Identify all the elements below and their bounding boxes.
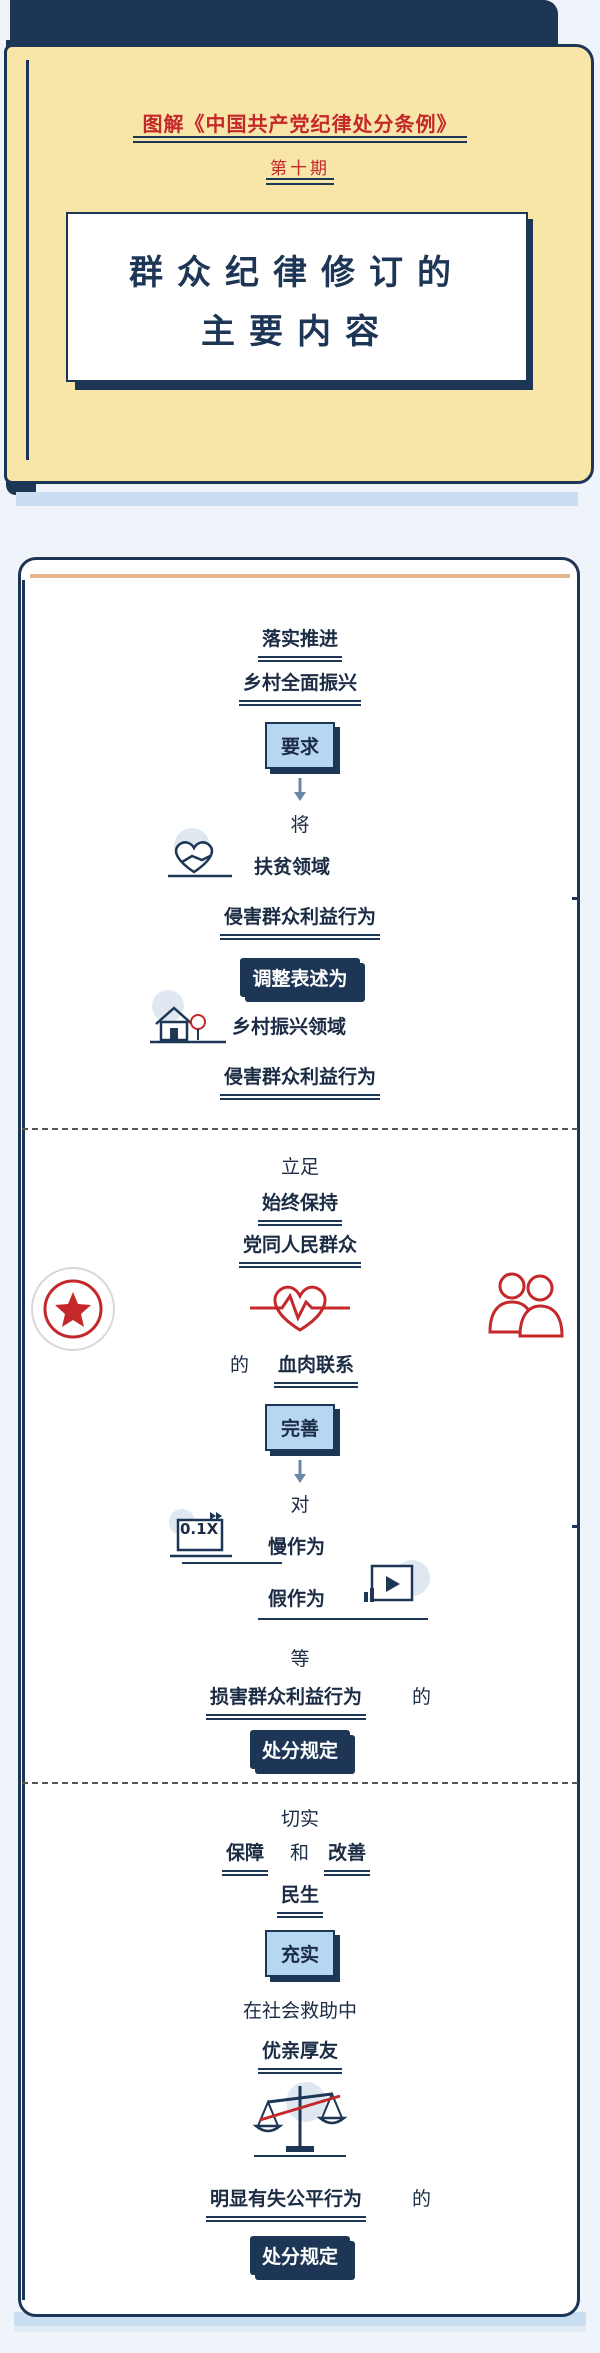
s2-chip: 完善 bbox=[0, 1404, 600, 1451]
s2-slow: 慢作为 bbox=[268, 1536, 326, 1558]
s2-bond: 血肉联系 bbox=[273, 1350, 359, 1388]
s1-behavior2: 侵害群众利益行为 bbox=[0, 1062, 600, 1100]
s2-etc: 等 bbox=[290, 1648, 310, 1670]
s1-action: 调整表述为 bbox=[0, 958, 600, 997]
s1-connector: 将 bbox=[290, 814, 310, 836]
heart-pulse-icon bbox=[250, 1285, 350, 1332]
s3-improve: 改善 bbox=[323, 1838, 371, 1876]
s2-connector: 对 bbox=[290, 1494, 310, 1516]
people-icon bbox=[488, 1272, 564, 1338]
card-bottom-band bbox=[14, 2326, 586, 2332]
s3-guard: 保障 bbox=[221, 1838, 269, 1876]
subtitle-line: 群众纪律修订的 bbox=[129, 253, 465, 293]
issue-underline bbox=[266, 183, 334, 185]
heart-hand-icon bbox=[168, 828, 232, 878]
s3-livelihood: 民生 bbox=[0, 1880, 600, 1918]
s3-and: 和 bbox=[290, 1842, 310, 1864]
section-divider bbox=[22, 1782, 578, 1784]
s2-line2: 党同人民群众 bbox=[0, 1230, 600, 1268]
s1-field1: 扶贫领域 bbox=[254, 856, 331, 878]
s2-line1: 始终保持 bbox=[0, 1188, 600, 1226]
down-arrow-icon bbox=[294, 778, 306, 801]
house-tree-icon bbox=[150, 990, 226, 1044]
section-divider bbox=[22, 1128, 578, 1130]
card-stripe bbox=[22, 580, 25, 2300]
s1-field2: 乡村振兴领域 bbox=[232, 1016, 347, 1038]
subtitle-box bbox=[66, 212, 528, 382]
edge-tick bbox=[572, 1525, 580, 1528]
s2-behavior: 损害群众利益行为 bbox=[205, 1682, 367, 1720]
header-shadow bbox=[16, 492, 578, 506]
page-title: 图解《中国共产党纪律处分条例》 bbox=[142, 112, 458, 136]
down-arrow-icon bbox=[294, 1460, 306, 1483]
s3-context: 在社会救助中 bbox=[242, 2000, 357, 2022]
s2-of: 的 bbox=[230, 1354, 250, 1376]
s2-rules: 处分规定 bbox=[0, 1730, 600, 1769]
s3-chip: 充实 bbox=[0, 1930, 600, 1977]
s2-de: 的 bbox=[412, 1686, 432, 1708]
scales-icon bbox=[252, 2082, 348, 2157]
fake-underline bbox=[258, 1618, 428, 1620]
slow-underline bbox=[182, 1562, 282, 1564]
edge-tick bbox=[572, 897, 580, 900]
s3-lead: 切实 bbox=[280, 1808, 319, 1830]
s1-line2: 乡村全面振兴 bbox=[0, 668, 600, 706]
s3-behavior: 明显有失公平行为 bbox=[205, 2184, 367, 2222]
issue-number: 第十期 bbox=[270, 159, 330, 179]
s3-rules: 处分规定 bbox=[0, 2236, 600, 2275]
s1-behavior1: 侵害群众利益行为 bbox=[0, 902, 600, 940]
video-play-icon bbox=[364, 1560, 430, 1602]
s1-chip: 要求 bbox=[0, 722, 600, 769]
header-back-panel bbox=[10, 0, 558, 48]
header-stripe bbox=[26, 60, 29, 460]
s2-fake: 假作为 bbox=[268, 1588, 326, 1610]
s3-de: 的 bbox=[412, 2188, 432, 2210]
s2-lead: 立足 bbox=[280, 1156, 319, 1178]
star-badge-icon bbox=[31, 1267, 115, 1351]
s1-line1: 落实推进 bbox=[0, 624, 600, 662]
slow-label: 0.1X bbox=[180, 1520, 219, 1538]
slow-motion-icon bbox=[169, 1509, 232, 1558]
subtitle-line: 主要内容 bbox=[201, 312, 393, 352]
title-underline bbox=[133, 136, 467, 138]
s3-favor: 优亲厚友 bbox=[0, 2036, 600, 2074]
issue-underline bbox=[266, 178, 334, 180]
title-underline bbox=[133, 141, 467, 143]
card-top-accent bbox=[30, 574, 570, 578]
